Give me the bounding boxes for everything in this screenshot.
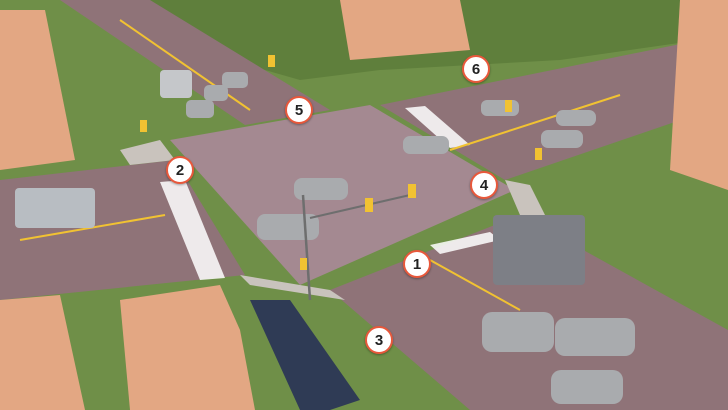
center-line-northwest <box>119 19 251 111</box>
callout-label-3: 3 <box>374 331 384 349</box>
car <box>160 70 192 98</box>
center-line-east <box>449 94 621 151</box>
callout-label-1: 1 <box>412 255 422 273</box>
building-left <box>0 10 75 170</box>
traffic-light-icon <box>300 258 307 270</box>
car <box>257 214 319 240</box>
traffic-light-icon <box>365 198 373 212</box>
dark-path <box>250 300 360 410</box>
building-bottom-left <box>0 295 85 410</box>
sidewalk-south <box>240 275 345 300</box>
signal-pole <box>301 194 312 301</box>
building-right <box>670 0 728 190</box>
callout-label-6: 6 <box>471 60 481 78</box>
callout-marker-6[interactable]: 6 <box>462 55 490 83</box>
car <box>294 178 348 200</box>
sidewalk-west <box>120 140 175 165</box>
car <box>481 100 519 116</box>
traffic-light-icon <box>408 184 416 198</box>
callout-marker-1[interactable]: 1 <box>403 250 431 278</box>
car <box>482 312 554 352</box>
building-bottom-center <box>120 285 255 410</box>
traffic-light-icon <box>505 100 512 112</box>
car <box>556 110 596 126</box>
car <box>403 136 449 154</box>
delivery-truck <box>493 215 585 285</box>
car <box>222 72 248 88</box>
center-line-southeast <box>429 259 521 311</box>
traffic-light-icon <box>535 148 542 160</box>
callout-label-4: 4 <box>479 176 489 194</box>
callout-label-5: 5 <box>294 101 304 119</box>
car <box>555 318 635 356</box>
bus <box>15 188 95 228</box>
callout-marker-2[interactable]: 2 <box>166 156 194 184</box>
car <box>186 100 214 118</box>
callout-marker-5[interactable]: 5 <box>285 96 313 124</box>
crosswalk-south <box>430 232 500 254</box>
traffic-light-icon <box>268 55 275 67</box>
car <box>541 130 583 148</box>
car <box>551 370 623 404</box>
signal-arm <box>309 194 411 219</box>
callout-marker-3[interactable]: 3 <box>365 326 393 354</box>
car <box>204 85 228 101</box>
traffic-light-icon <box>140 120 147 132</box>
crosswalk-north <box>405 106 470 148</box>
crosswalk-west <box>160 180 225 280</box>
building-top-center <box>340 0 470 60</box>
sidewalk-east <box>505 180 545 215</box>
road-northwest <box>60 0 330 125</box>
callout-label-2: 2 <box>175 161 185 179</box>
callout-marker-4[interactable]: 4 <box>470 171 498 199</box>
